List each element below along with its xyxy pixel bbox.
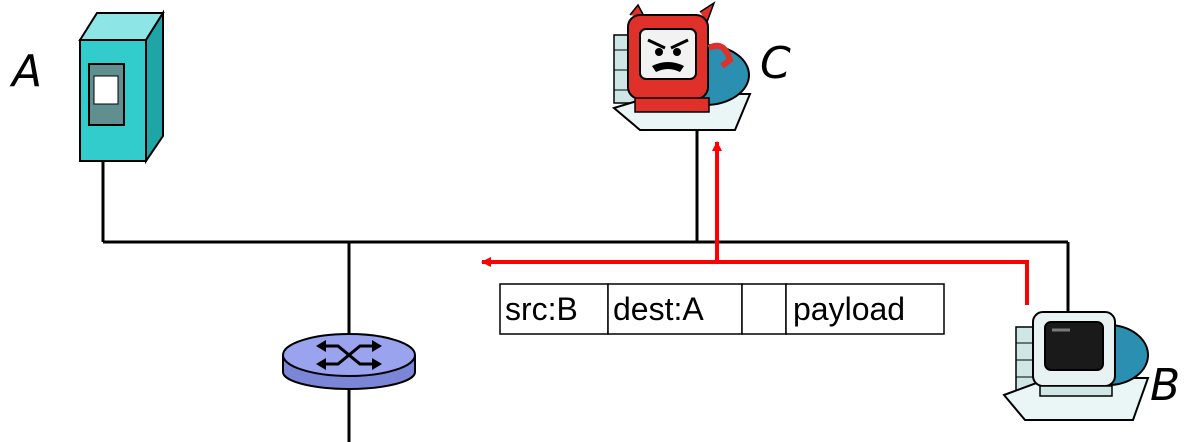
evil-devil-computer-icon: [611, 1, 752, 131]
router-switch-icon: [282, 333, 416, 390]
packet-cell-src: [499, 283, 609, 335]
packet-frame: src:B dest:A payload: [499, 283, 945, 335]
node-a-label: A: [9, 46, 42, 97]
node-b-label: B: [1150, 360, 1180, 411]
packet-cell-empty: [741, 283, 787, 335]
packet-field-dest: dest:A: [613, 291, 704, 327]
server-tower-icon: [78, 9, 165, 165]
desktop-computer-icon: [1002, 311, 1150, 421]
packet-cell-dest: [607, 283, 743, 335]
packet-field-src: src:B: [505, 291, 578, 327]
frame-path: [481, 141, 1029, 305]
node-c-label: C: [760, 38, 791, 89]
frame-path-to-a: [481, 257, 1029, 305]
packet-field-payload: payload: [793, 291, 905, 327]
packet-cell-payload: [785, 283, 945, 335]
